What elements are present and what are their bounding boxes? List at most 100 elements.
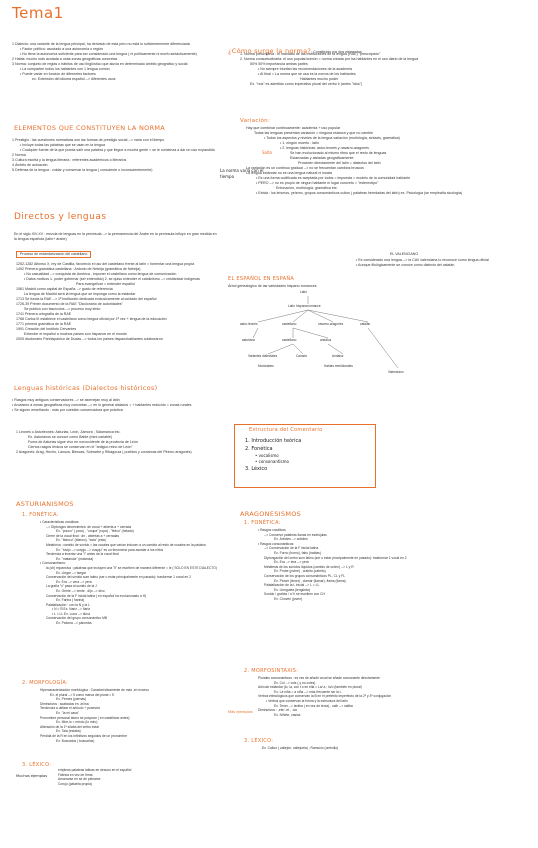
arbol-heading: EL ESPAÑOL EN ESPAÑA xyxy=(228,276,295,282)
ar-fonetica-item: • Rasgos vocálicos xyxy=(258,528,286,532)
estructura-item: • vocalismo xyxy=(255,453,279,458)
norma-item: 2 Norma xyxy=(12,153,26,157)
variacion-item: Entonación, morfología, gramática etc. xyxy=(276,186,338,190)
variacion-item: Todas las lenguas presentan variación = … xyxy=(254,131,373,135)
fonetica-items: • Características vocálicas --> Diptongo… xyxy=(40,520,230,626)
tree-node: asturiano xyxy=(242,338,256,342)
fonetica-item: Tendencia a insertar una "i" antes de la… xyxy=(46,552,119,557)
leones-item: Fuera de Asturias sigue vivo en noroccid… xyxy=(28,440,138,444)
ar-fonetica-item: Ex. Era --> iera --> yera xyxy=(274,560,309,565)
morfologia-label: 2. MORFOLOGÍA: xyxy=(22,680,69,686)
proceso-item: La lengua de Madrid será la lengua que s… xyxy=(24,292,136,296)
proceso-item: Se publicó con fascículos --> proceso mu… xyxy=(24,307,101,311)
sirve-heading-tail: : Constituido por dos elementos xyxy=(311,50,362,54)
ar-fonetica-item: Metátesis de los sonidos líquidos (cambi… xyxy=(264,564,354,569)
proceso-item: 1726-39 Primer documento de la RAE "Dicc… xyxy=(16,302,123,306)
ar-fonetica-item: Ex. Llengueta (lengüeta) xyxy=(274,587,310,592)
lexico-note: Muchos ejemplos xyxy=(16,774,48,778)
fonetica-item: Ex. "tuviju --> cuspju --> cuspju" es un… xyxy=(56,547,164,552)
estructura-item: 3. Léxico xyxy=(245,466,268,472)
valenciano-item: • Es considerado una lengua --> la CAV v… xyxy=(356,258,489,262)
fonetica-item: • Consonantismo: xyxy=(40,561,66,566)
ar-fonetica-item: Sonido / grafías / x/ t/ se escriben con… xyxy=(264,592,325,597)
estructura-items: 1. Introducción teórica 2. Fonética • vo… xyxy=(245,437,301,473)
proceso-item: 1252-1282 Alfonso X, rey de Castilla, fa… xyxy=(16,262,195,266)
ar-fonetica-item: Ex. Probe (pobre) , crabito (cabrito) xyxy=(274,569,326,574)
tree-node-valenciano: Valenciano xyxy=(388,370,404,374)
lexico-item: Corujo (palabra propia) xyxy=(58,781,92,786)
norma-item: • Incluye todas las palabras que se usan… xyxy=(20,143,105,147)
norma-heading: ELEMENTOS QUE CONSTITUYEN LA NORMA xyxy=(14,124,166,132)
morfologia-item: Diminutivos : acabados en -in/ina xyxy=(40,701,89,706)
ar-fonetica-item: • Rasgos consonánticos: xyxy=(258,541,295,546)
fonetica-label: 1. FONÉTICA: xyxy=(22,512,59,518)
variacion-item: Proceden directamente del latín = dialec… xyxy=(298,161,381,165)
ar-morfologia-items: Plurales consonánticos : es vez de añadi… xyxy=(258,676,478,717)
norma-note: La norma varía con el tiempo xyxy=(220,168,264,179)
norma-item: 1 Prestigio : las cuestiones normativas … xyxy=(12,138,165,142)
fonetica-item: Ex. Paloma --> palomba xyxy=(56,621,92,626)
directos-heading: Directos y lenguas xyxy=(14,212,107,222)
fonetica-item: La grafía "x" pasa al sonido de la J xyxy=(46,584,97,589)
variacion-item: • PERO --> no es propio de ningún hablan… xyxy=(256,181,379,185)
fonetica-item: Ex. "blancu" (blanco), "esta" (esto) xyxy=(56,538,107,543)
proceso-item: 1492 Primera gramática castellana : Anto… xyxy=(16,267,141,271)
ar-lexico-items: Ex. Calloo ( callejón, callejuela) ; Ram… xyxy=(262,746,472,751)
morfologia-item: Alteración de la 1ª sílaba del verbo est… xyxy=(40,724,100,729)
ar-fonetica-item: Palatalización de la L inicial --> L = L… xyxy=(264,583,320,588)
morfologia-item: Ex. Buscarlos ( buscarlos) xyxy=(56,738,95,743)
tree-node: astur-leonés xyxy=(240,322,258,326)
tree-node: Canario xyxy=(296,354,308,358)
ar-fonetica-item: --> Conservó palabras llanas en esdrújul… xyxy=(264,532,327,537)
estructura-box: Estructura del Comentario 1. Introducció… xyxy=(234,424,376,488)
variacion-item: La lengua estándar no es una lengua natu… xyxy=(246,171,332,175)
proceso-item: 1991 Creación del Instituto Cervantes xyxy=(16,327,77,331)
lexico-label: 3. LÉXICO: xyxy=(22,762,52,768)
fonetica-item: Conservación de la F inicial latina ( en… xyxy=(46,593,147,598)
estructura-item: • consonantismo xyxy=(255,459,289,464)
sirve-item: 1. Norma prescriptiva : el mandato de la… xyxy=(240,52,381,56)
variacion-item: Hay que combinar continuamente: academia… xyxy=(246,126,341,130)
genealogy-tree: Latín Latín hispanorromance astur-leonés… xyxy=(228,290,528,380)
variacion-heading: Variación: xyxy=(240,118,271,124)
fonetica-item: • L = LL Ex. Luna --> lluna xyxy=(52,611,90,616)
tree-node: andaluz xyxy=(320,338,332,342)
lenguas-item: • Rasgos muy antiguos conservadores --> … xyxy=(12,398,120,402)
ar-fonetica-item: Ex. Forno (horno), fabu (hablas) xyxy=(274,550,321,555)
proceso-item: • Datos motivos 1. poder gobernar (ser e… xyxy=(24,277,200,281)
valenciano-heading: EL VALENCIANO xyxy=(390,252,419,256)
norma-item: 4 Ámbito de actuación xyxy=(12,163,48,167)
def-line: • Factor político: asociado a una autono… xyxy=(20,47,104,51)
norma-items: 1 Prestigio : las cuestiones normativas … xyxy=(12,138,217,173)
tree-node: castellano xyxy=(282,338,297,342)
def-dialecto: 1 Dialecto: una variante de la lengua pr… xyxy=(12,42,190,46)
leones-item: 1 Leonés o Asturleonés: Asturias, León, … xyxy=(16,430,121,434)
sirve-heading-row: ¿Cómo surge la norma?: Constituido por d… xyxy=(228,40,362,58)
morfologia-item: Ex. el plural --> 5 como marca del plura… xyxy=(50,692,115,697)
variacion-item: Estancadas y aisladas geográficamente xyxy=(290,156,354,160)
tree-node: Latín hispanorromance xyxy=(288,304,321,308)
leones-block: 1 Leonés o Asturleonés: Asturias, León, … xyxy=(16,430,228,455)
morfologia-item: Hipercaracterización morfológica : Carac… xyxy=(40,688,149,692)
leones-item: Ciertos rasgos léxicos se conservan en e… xyxy=(28,445,133,449)
leones-item: Ex. Asturianos se conoce como Bable (min… xyxy=(28,435,113,439)
morfologia-item: Tendencia a utilizar el artículo + poses… xyxy=(40,706,101,711)
proceso-item: 1561 Madrid como capital de España --> g… xyxy=(16,287,113,291)
ar-lexico-label: 3. LÉXICO: xyxy=(244,738,274,744)
sirve-items: 1. Norma prescriptiva : el mandato de la… xyxy=(240,52,455,87)
ar-morfologia-item: Ex. Niñete, casica xyxy=(274,712,301,717)
estructura-item: 2. Fonética xyxy=(245,446,273,452)
ar-morfologia-item: Plurales consonánticos : es vez de añadi… xyxy=(258,676,380,680)
ar-fonetica-item: Ex. Choven (joven) xyxy=(274,596,303,601)
valenciano-item: • Aunque filológicamente se conoce como … xyxy=(356,263,455,267)
variacion-items: Hay que combinar continuamente: academia… xyxy=(246,126,478,196)
proceso-item: 1768 Carlos III establece el castellano … xyxy=(16,317,167,321)
morfologia-item: Ex. Tala (estaba) xyxy=(56,729,81,734)
sirve-item: Hablantes mucho poder xyxy=(300,77,339,81)
lenguas-items: • Rasgos muy antiguos conservadores --> … xyxy=(12,398,227,413)
lexico-items: emplean palabras latinas en desuso en el… xyxy=(58,768,228,786)
estructura-heading: Estructura del Comentario xyxy=(249,427,323,433)
ar-fonetica-item: --> Conservación de la F inicial latina xyxy=(264,546,319,551)
proceso-heading: Proceso de estandarización del castellan… xyxy=(16,251,92,258)
arbol-subheading: Árbol genealógico de las variedades hisp… xyxy=(228,284,317,288)
